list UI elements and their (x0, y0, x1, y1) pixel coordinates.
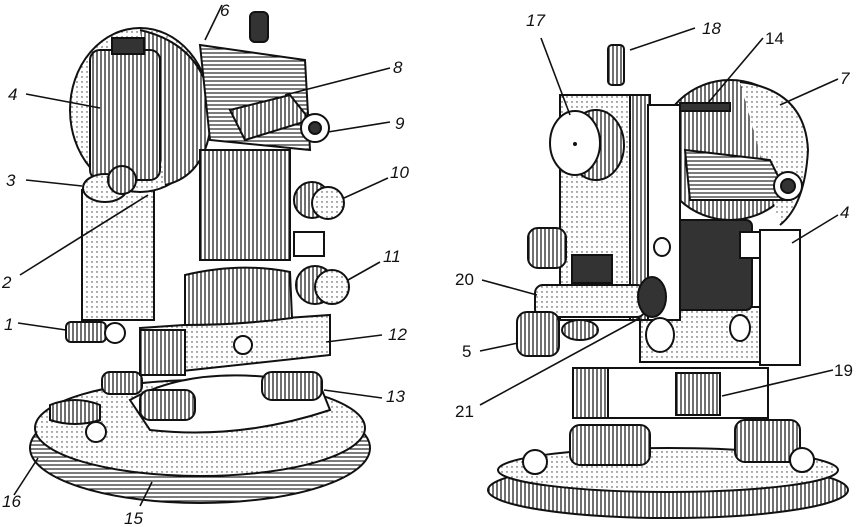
leader-14 (707, 37, 764, 104)
left-callouts: 6 4 8 9 3 10 2 11 1 12 13 16 15 (1, 1, 409, 527)
plate-stud (789, 447, 815, 473)
leader-15 (139, 481, 153, 507)
clamp-block (293, 231, 325, 257)
callout-7: 7 (840, 69, 850, 88)
leader-8 (284, 67, 391, 96)
callout-13: 13 (386, 387, 405, 406)
base-clamp-screw (85, 421, 107, 443)
right-callouts: 17 18 14 7 4 20 5 21 19 (455, 11, 853, 421)
leader-21 (479, 317, 641, 406)
knob-11-cap (314, 269, 350, 305)
callout-10: 10 (390, 163, 409, 182)
leader-9 (327, 121, 391, 133)
leveling-screw (139, 389, 196, 421)
callout-11: 11 (383, 247, 401, 266)
callout-19: 19 (834, 361, 853, 380)
leader-1 (17, 322, 67, 331)
leader-13 (323, 389, 383, 399)
leader-19 (721, 369, 834, 397)
dial-17-center (573, 142, 577, 146)
callout-6: 6 (220, 1, 230, 20)
clamp-screw-head (104, 322, 126, 344)
mirror-14 (679, 102, 731, 112)
callout-21: 21 (455, 402, 474, 421)
level-end (637, 276, 667, 318)
knob-3-hub (107, 165, 137, 195)
tribrach-screw-window (675, 372, 721, 416)
leader-18 (629, 27, 696, 51)
callout-2: 2 (1, 273, 12, 292)
housing-button (233, 335, 253, 355)
knob-10-cap (311, 186, 345, 220)
callout-18: 18 (702, 19, 721, 38)
leader-2 (19, 194, 149, 276)
leader-12 (325, 334, 383, 343)
leader-6 (204, 4, 223, 41)
reading-window (89, 49, 161, 181)
leader-3 (25, 179, 83, 187)
side-knob (527, 227, 567, 269)
knob-21 (561, 319, 599, 341)
callout-20: 20 (455, 270, 474, 289)
clamp-screw (65, 321, 107, 343)
callout-16: 16 (2, 492, 21, 511)
leader-10 (343, 177, 389, 199)
leveling-screw (569, 424, 651, 466)
tribrach-side (572, 367, 609, 419)
callout-12: 12 (388, 325, 407, 344)
leader-17 (540, 37, 571, 116)
knob-5 (516, 311, 560, 357)
callout-8: 8 (393, 58, 403, 77)
alidade-drum (184, 266, 294, 327)
callout-17: 17 (526, 11, 545, 30)
callout-5: 5 (462, 342, 471, 361)
leader-20 (481, 279, 538, 296)
callout-4: 4 (8, 85, 17, 104)
standard-center (647, 104, 681, 321)
leader-4r (791, 214, 839, 244)
callout-1: 1 (4, 315, 13, 334)
left-theodolite (29, 11, 371, 504)
callout-4-right: 4 (840, 203, 849, 222)
right-theodolite (487, 44, 849, 519)
leveling-screw (734, 419, 801, 463)
button-center (653, 237, 671, 257)
eyepiece-lens-inner (780, 178, 796, 194)
standard-right (759, 229, 801, 366)
leveling-screw (261, 371, 323, 401)
standard-left (81, 189, 155, 321)
plate-stud (522, 449, 548, 475)
lower-housing-side (139, 329, 186, 376)
leveling-screw (101, 371, 143, 395)
leader-4 (25, 93, 101, 109)
bracket (739, 231, 761, 259)
leader-11 (347, 261, 381, 281)
top-knob (607, 44, 625, 86)
leader-7 (779, 78, 839, 106)
callout-14: 14 (765, 29, 784, 48)
lower-body-button (729, 314, 751, 342)
base-clamp (49, 399, 101, 425)
leader-16 (13, 457, 39, 496)
callout-15: 15 (124, 509, 143, 527)
level-window (571, 254, 613, 284)
callout-3: 3 (6, 171, 16, 190)
leader-5 (479, 342, 519, 352)
eyepiece-lens-inner (308, 121, 322, 135)
standard-right (199, 149, 291, 261)
window-plate (111, 37, 145, 55)
top-knob (249, 11, 269, 43)
callout-9: 9 (395, 114, 405, 133)
round-button (645, 317, 675, 353)
